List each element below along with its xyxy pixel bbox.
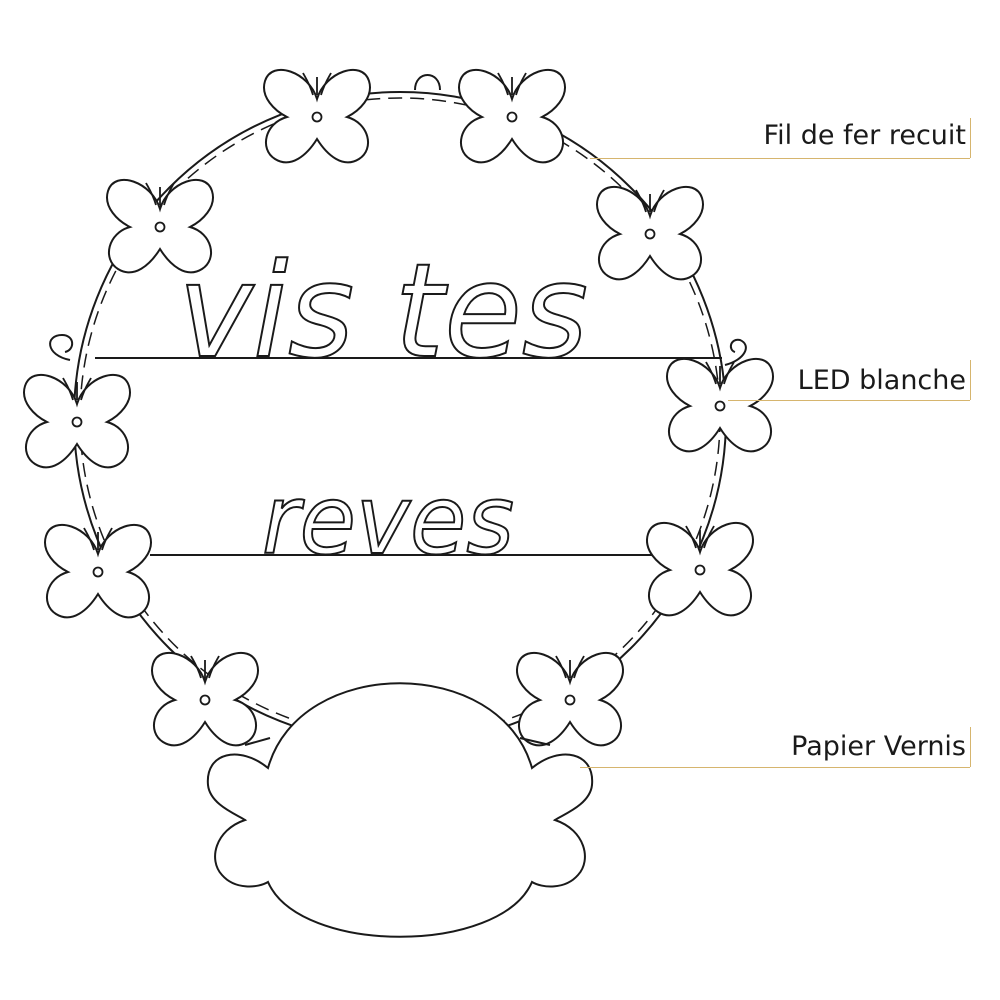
wire-text-line1: vis tes — [95, 234, 722, 388]
butterflies — [23, 68, 774, 747]
leader-wire-tick — [970, 118, 971, 158]
butterfly-icon — [151, 651, 259, 747]
wire-text-line2: reves — [150, 465, 652, 577]
label-wire: Fil de fer recuit — [763, 120, 966, 151]
butterfly-icon — [516, 651, 624, 747]
spiral-right — [724, 338, 747, 366]
butterfly-icon — [646, 521, 754, 617]
label-led: LED blanche — [797, 365, 966, 396]
leader-paper-tick — [970, 727, 971, 767]
leader-led-tick — [970, 360, 971, 400]
butterfly-icon — [44, 523, 152, 619]
leader-paper — [580, 734, 970, 768]
wire-text-reves: reves — [262, 466, 514, 576]
butterfly-icon — [23, 373, 131, 469]
leader-wire — [590, 125, 970, 159]
hanging-loop — [414, 74, 441, 91]
label-paper: Papier Vernis — [791, 731, 966, 762]
wire-ring — [49, 74, 747, 745]
butterfly-icon — [458, 68, 566, 164]
paper-medallion — [206, 682, 594, 938]
spiral-left — [49, 333, 74, 361]
wire-text-vis-tes: vis tes — [178, 235, 588, 387]
butterfly-icon — [263, 68, 371, 164]
butterfly-icon — [596, 185, 704, 281]
butterfly-icon — [106, 178, 214, 274]
leader-led — [728, 367, 970, 401]
